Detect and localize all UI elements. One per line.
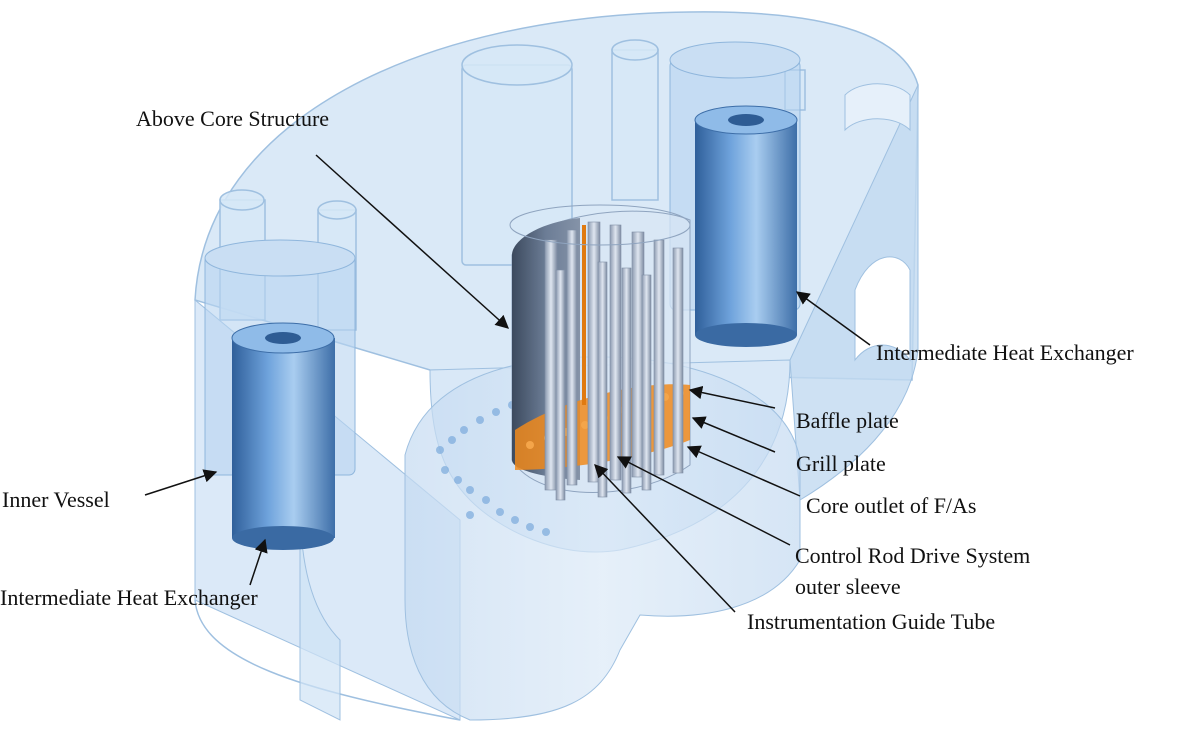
label-crds-line1: Control Rod Drive System [795,543,1031,568]
label-core-outlet: Core outlet of F/As [806,493,977,518]
arrow-core-outlet [686,445,801,497]
label-inner-vessel: Inner Vessel [2,487,110,512]
arrow-above-core [315,154,510,329]
leader-arrows [144,154,871,613]
label-grill-plate: Grill plate [796,451,886,476]
above-core-structure [509,204,691,501]
arrow-ihx-left [249,538,268,586]
arrow-inner-vessel [144,469,218,496]
arrow-grill [691,416,776,453]
arrow-igt [594,464,736,613]
arrow-baffle [688,385,776,409]
label-above-core-structure: Above Core Structure [136,106,330,131]
label-baffle-plate: Baffle plate [796,408,899,433]
label-ihx-right: Intermediate Heat Exchanger [876,340,1134,365]
intermediate-heat-exchanger-right [669,41,801,347]
label-instrumentation-guide-tube: Instrumentation Guide Tube [747,609,996,634]
arrow-crds [616,456,791,546]
label-ihx-left: Intermediate Heat Exchanger [0,585,258,610]
label-crds-line2: outer sleeve [795,574,901,599]
arrow-ihx-right [795,291,871,346]
intermediate-heat-exchanger-left [204,239,356,550]
